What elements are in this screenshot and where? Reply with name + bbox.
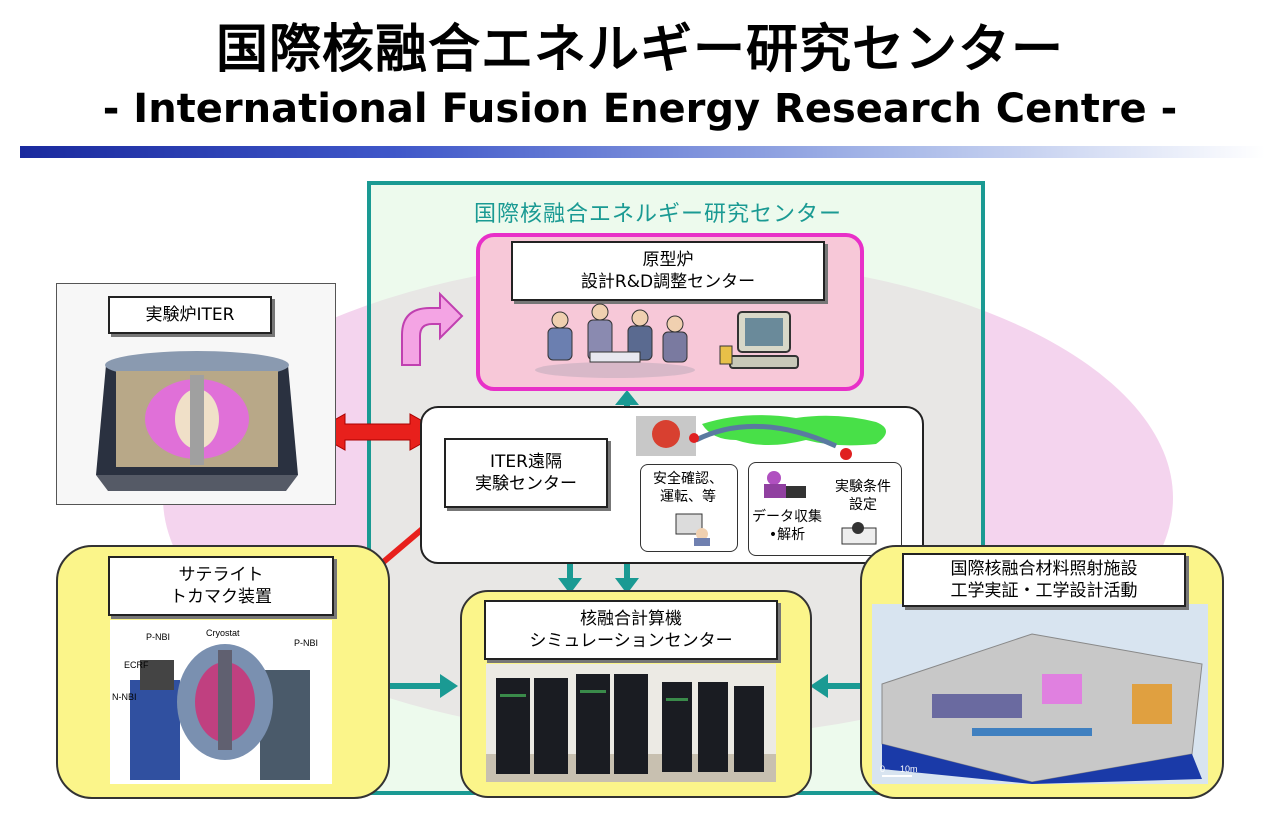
- world-map-illustration: [636, 415, 886, 460]
- remote-line1: ITER遠隔: [490, 452, 562, 472]
- iter-label: 実験炉ITER: [108, 296, 272, 334]
- arrow-head-down-sim: [615, 578, 639, 594]
- simulation-label: 核融合計算機 シミュレーションセンター: [484, 600, 778, 660]
- meeting-people-illustration: [535, 303, 695, 378]
- center-title: 国際核融合エネルギー研究センター: [473, 202, 842, 227]
- remote-line2: 実験センター: [475, 474, 577, 494]
- safety-box: [640, 464, 738, 552]
- header-divider: [20, 146, 1265, 158]
- iter-tokamak-image: [96, 351, 298, 491]
- cryostat-label: Cryostat: [206, 628, 240, 638]
- arrow-head-left-sim: [810, 674, 828, 698]
- prototype-label: 原型炉 設計R&D調整センター: [511, 241, 825, 301]
- satellite-line1: サテライト: [178, 565, 264, 585]
- nnbi-label: N-NBI: [112, 692, 137, 702]
- condition-setter-icon: [841, 522, 877, 545]
- scale-zero: 0: [880, 764, 885, 774]
- scale-ten: 10m: [900, 764, 918, 774]
- arrow-head-right-sim: [440, 674, 458, 698]
- ifmif-label: 国際核融合材料照射施設 工学実証・工学設計活動: [902, 553, 1186, 607]
- arrow-head-up-prototype: [615, 390, 639, 405]
- cond-text: 実験条件 設定: [828, 478, 898, 514]
- simulation-line2: シミュレーションセンター: [529, 631, 733, 651]
- data-line1: データ収集: [752, 509, 822, 525]
- prototype-line2: 設計R&D調整センター: [580, 272, 756, 292]
- data-text: データ収集 •解析: [752, 508, 822, 544]
- data-line2: •解析: [768, 527, 806, 543]
- ifmif-line1: 国際核融合材料照射施設: [950, 559, 1138, 579]
- ifmif-line2: 工学実証・工学設計活動: [950, 581, 1138, 601]
- arrow-head-down-sim2: [558, 578, 582, 594]
- satellite-tokamak-image: Cryostat P-NBI P-NBI ECRF N-NBI: [110, 620, 332, 784]
- satellite-label: サテライト トカマク装置: [108, 556, 334, 616]
- ifmif-facility-image: 0 10m: [872, 604, 1208, 784]
- pnbi-label-left: P-NBI: [146, 632, 170, 642]
- computer-illustration: [719, 311, 799, 369]
- cond-line1: 実験条件: [835, 479, 891, 495]
- pink-curved-arrow: [401, 291, 464, 366]
- pnbi-label-right: P-NBI: [294, 638, 318, 648]
- page-title-jp: 国際核融合エネルギー研究センター: [215, 20, 1064, 80]
- remote-label: ITER遠隔 実験センター: [444, 438, 608, 508]
- safety-text: 安全確認、 運転、等: [640, 470, 736, 506]
- data-analyst-icon: [764, 471, 806, 498]
- simulation-line1: 核融合計算機: [580, 609, 682, 629]
- satellite-line2: トカマク装置: [170, 587, 272, 607]
- cond-line2: 設定: [849, 497, 877, 513]
- prototype-line1: 原型炉: [642, 250, 694, 270]
- page-title-en: - International Fusion Energy Research C…: [102, 86, 1178, 132]
- supercomputer-image: [486, 664, 776, 782]
- safety-line2: 運転、等: [660, 489, 716, 505]
- safety-line1: 安全確認、: [653, 471, 723, 487]
- ecrf-label: ECRF: [124, 660, 149, 670]
- operator-icon: [675, 513, 710, 546]
